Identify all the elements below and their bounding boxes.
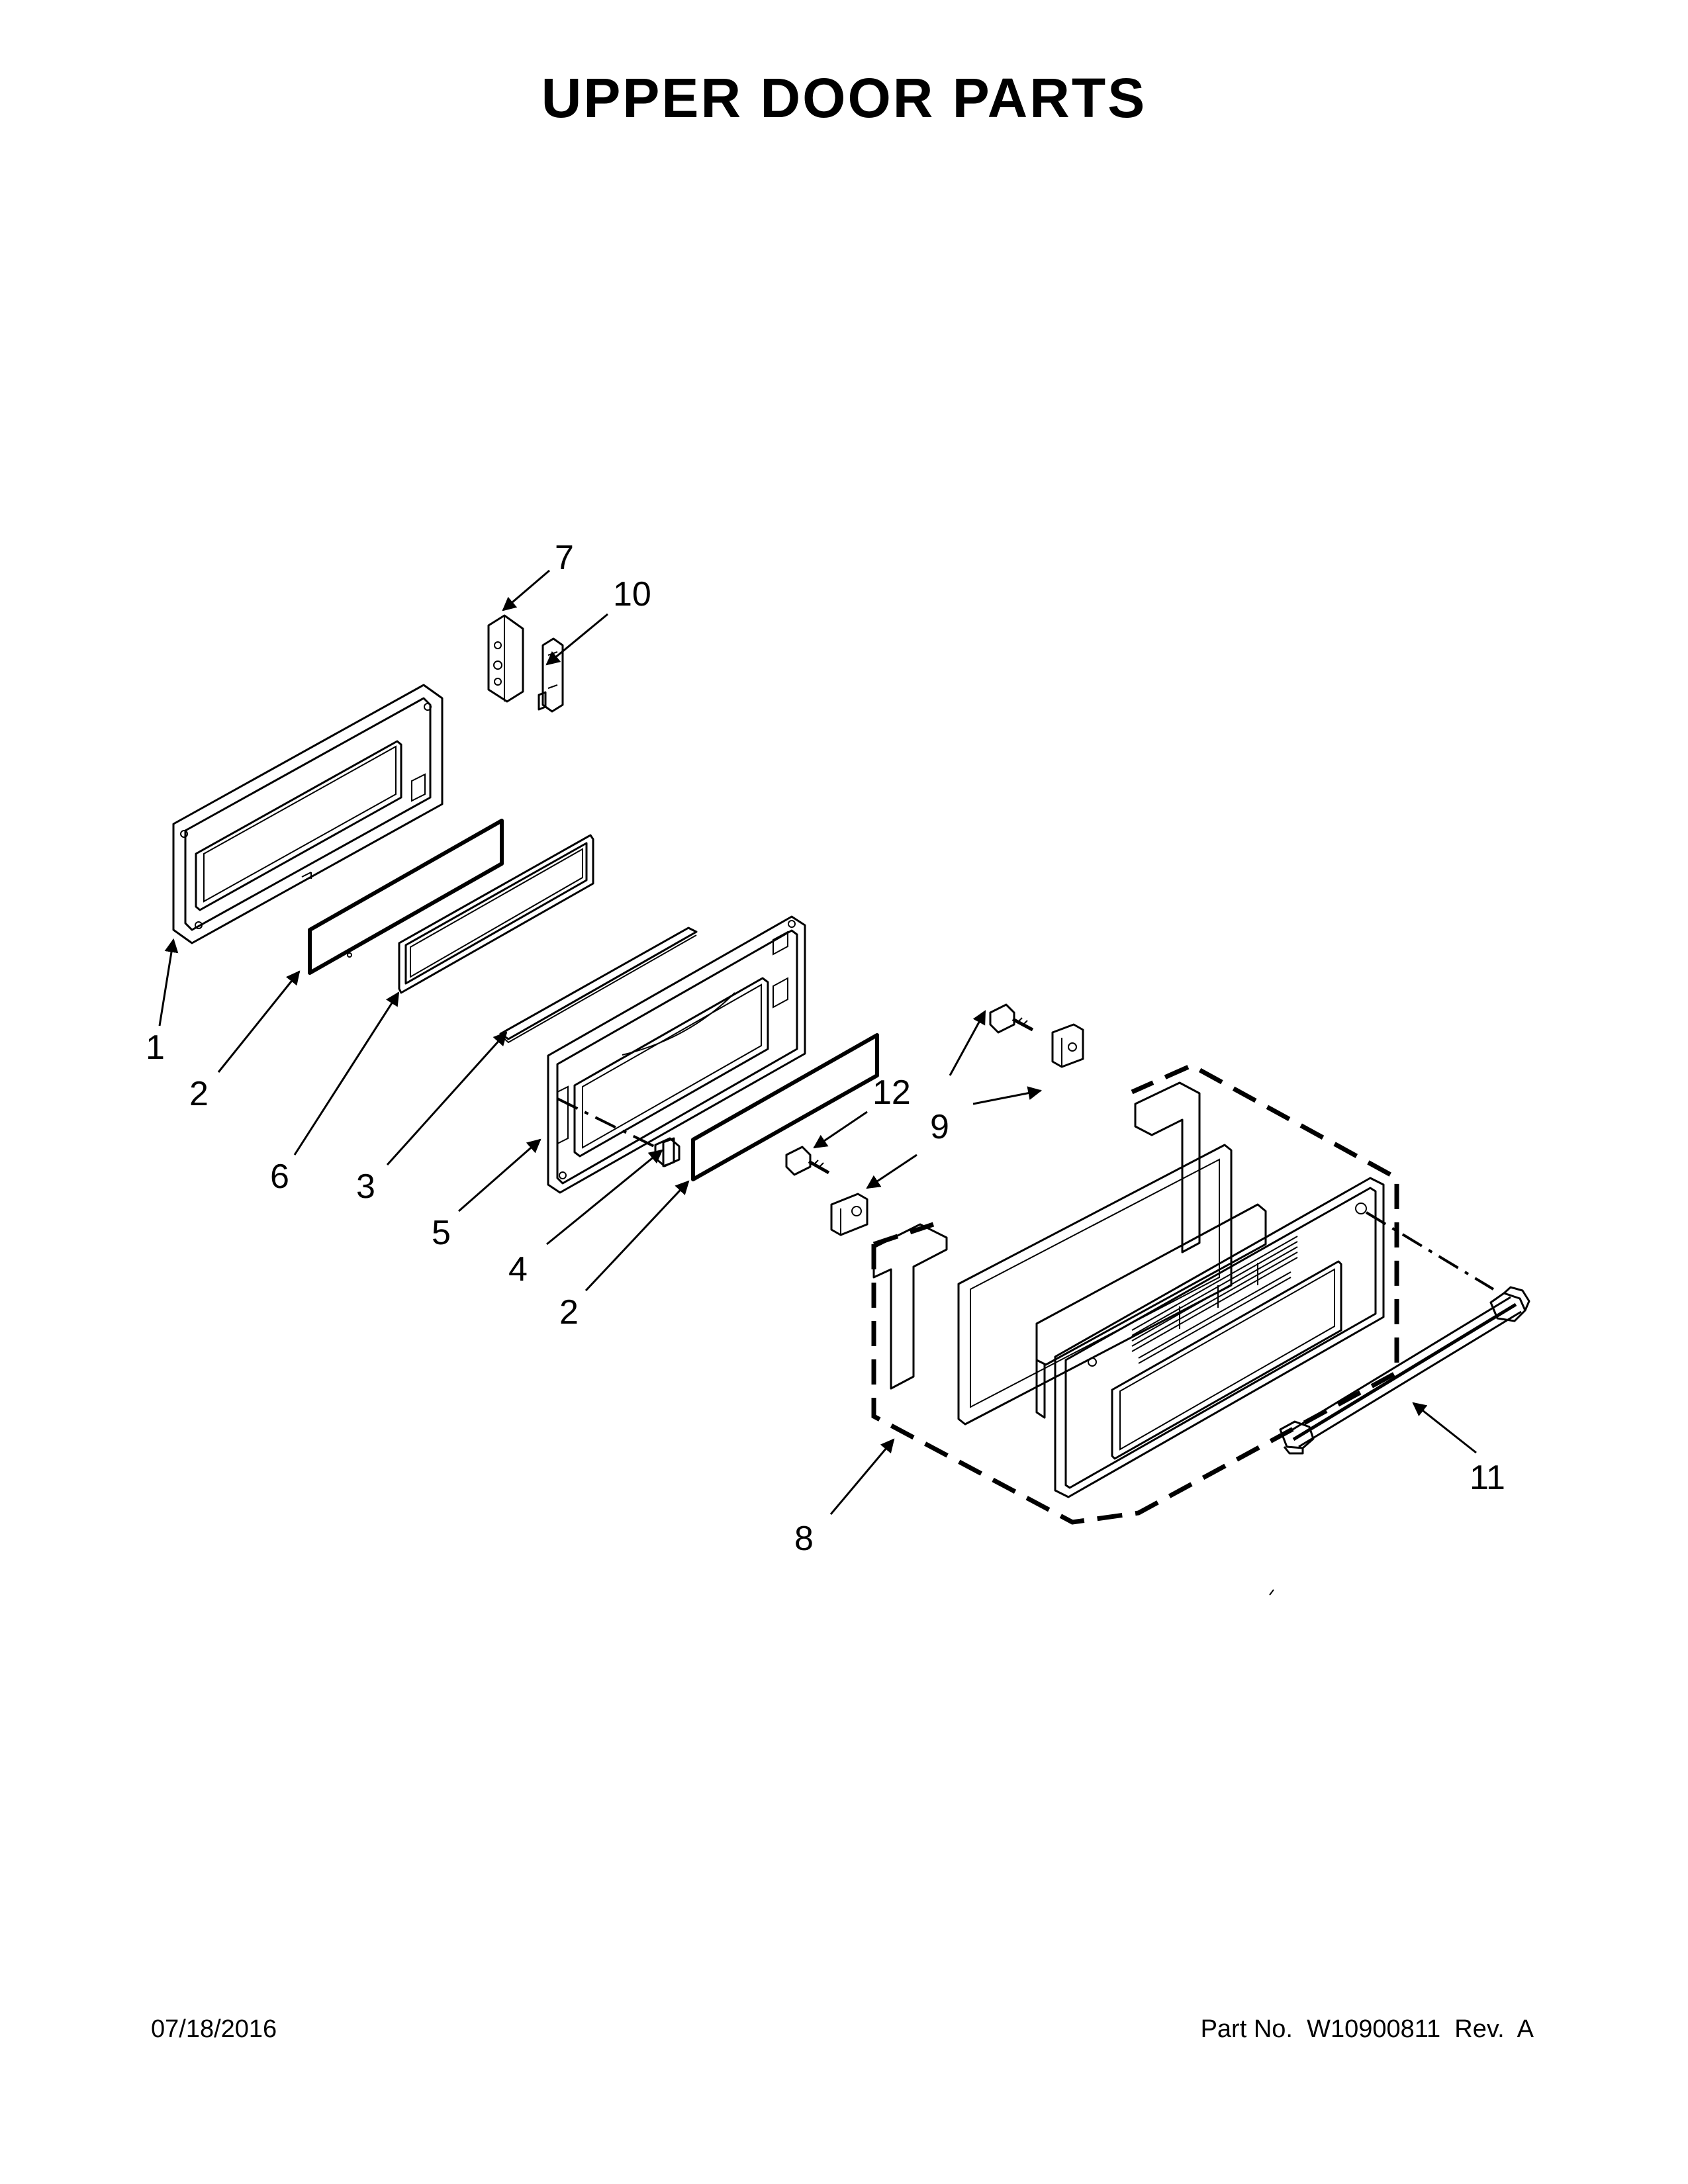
callout-1: 1: [146, 1028, 165, 1067]
callout-10: 10: [613, 575, 651, 614]
callout-4: 4: [508, 1250, 528, 1289]
callout-6: 6: [270, 1158, 289, 1196]
part-5-door-liner: [547, 915, 806, 1194]
part-12-screw-upper: [989, 1003, 1034, 1034]
callout-2-lower: 2: [559, 1293, 579, 1332]
footer-part-number: Part No. W10900811 Rev. A: [1200, 2015, 1534, 2043]
part-2-glass-upper: [308, 819, 504, 975]
part-4-screw: [557, 1097, 680, 1167]
part-1-inner-door: [172, 684, 444, 944]
leader-lines: [158, 569, 1477, 1515]
part-3-trim: [499, 927, 698, 1044]
part-6-glass-pack: [398, 834, 594, 994]
stray-mark: [1269, 1589, 1274, 1596]
part-7-hinge: [487, 614, 524, 703]
callout-7: 7: [555, 539, 574, 577]
part-2-glass-lower: [691, 1033, 879, 1181]
callout-8: 8: [794, 1520, 814, 1558]
callout-3: 3: [356, 1167, 375, 1206]
footer-date: 07/18/2016: [151, 2015, 277, 2043]
callout-2-upper: 2: [189, 1075, 209, 1113]
vent-slots: [1131, 1236, 1298, 1364]
part-9-bracket-upper: [1051, 1023, 1084, 1068]
callout-11: 11: [1470, 1459, 1505, 1497]
part-8-outer-door-assembly: [871, 1063, 1399, 1525]
callout-numbers: 1 2 6 3 5 4 2 7 10 12 9 8 11: [146, 539, 1505, 1558]
part-11-handle: [1279, 1211, 1530, 1455]
part-12-screw-lower: [785, 1146, 830, 1176]
page-title: UPPER DOOR PARTS: [541, 67, 1147, 129]
callout-5: 5: [432, 1214, 451, 1252]
part-9-bracket-lower: [830, 1193, 868, 1236]
part-10-hinge-receiver: [538, 637, 564, 713]
callout-9: 9: [930, 1108, 949, 1146]
callout-12: 12: [872, 1073, 911, 1112]
